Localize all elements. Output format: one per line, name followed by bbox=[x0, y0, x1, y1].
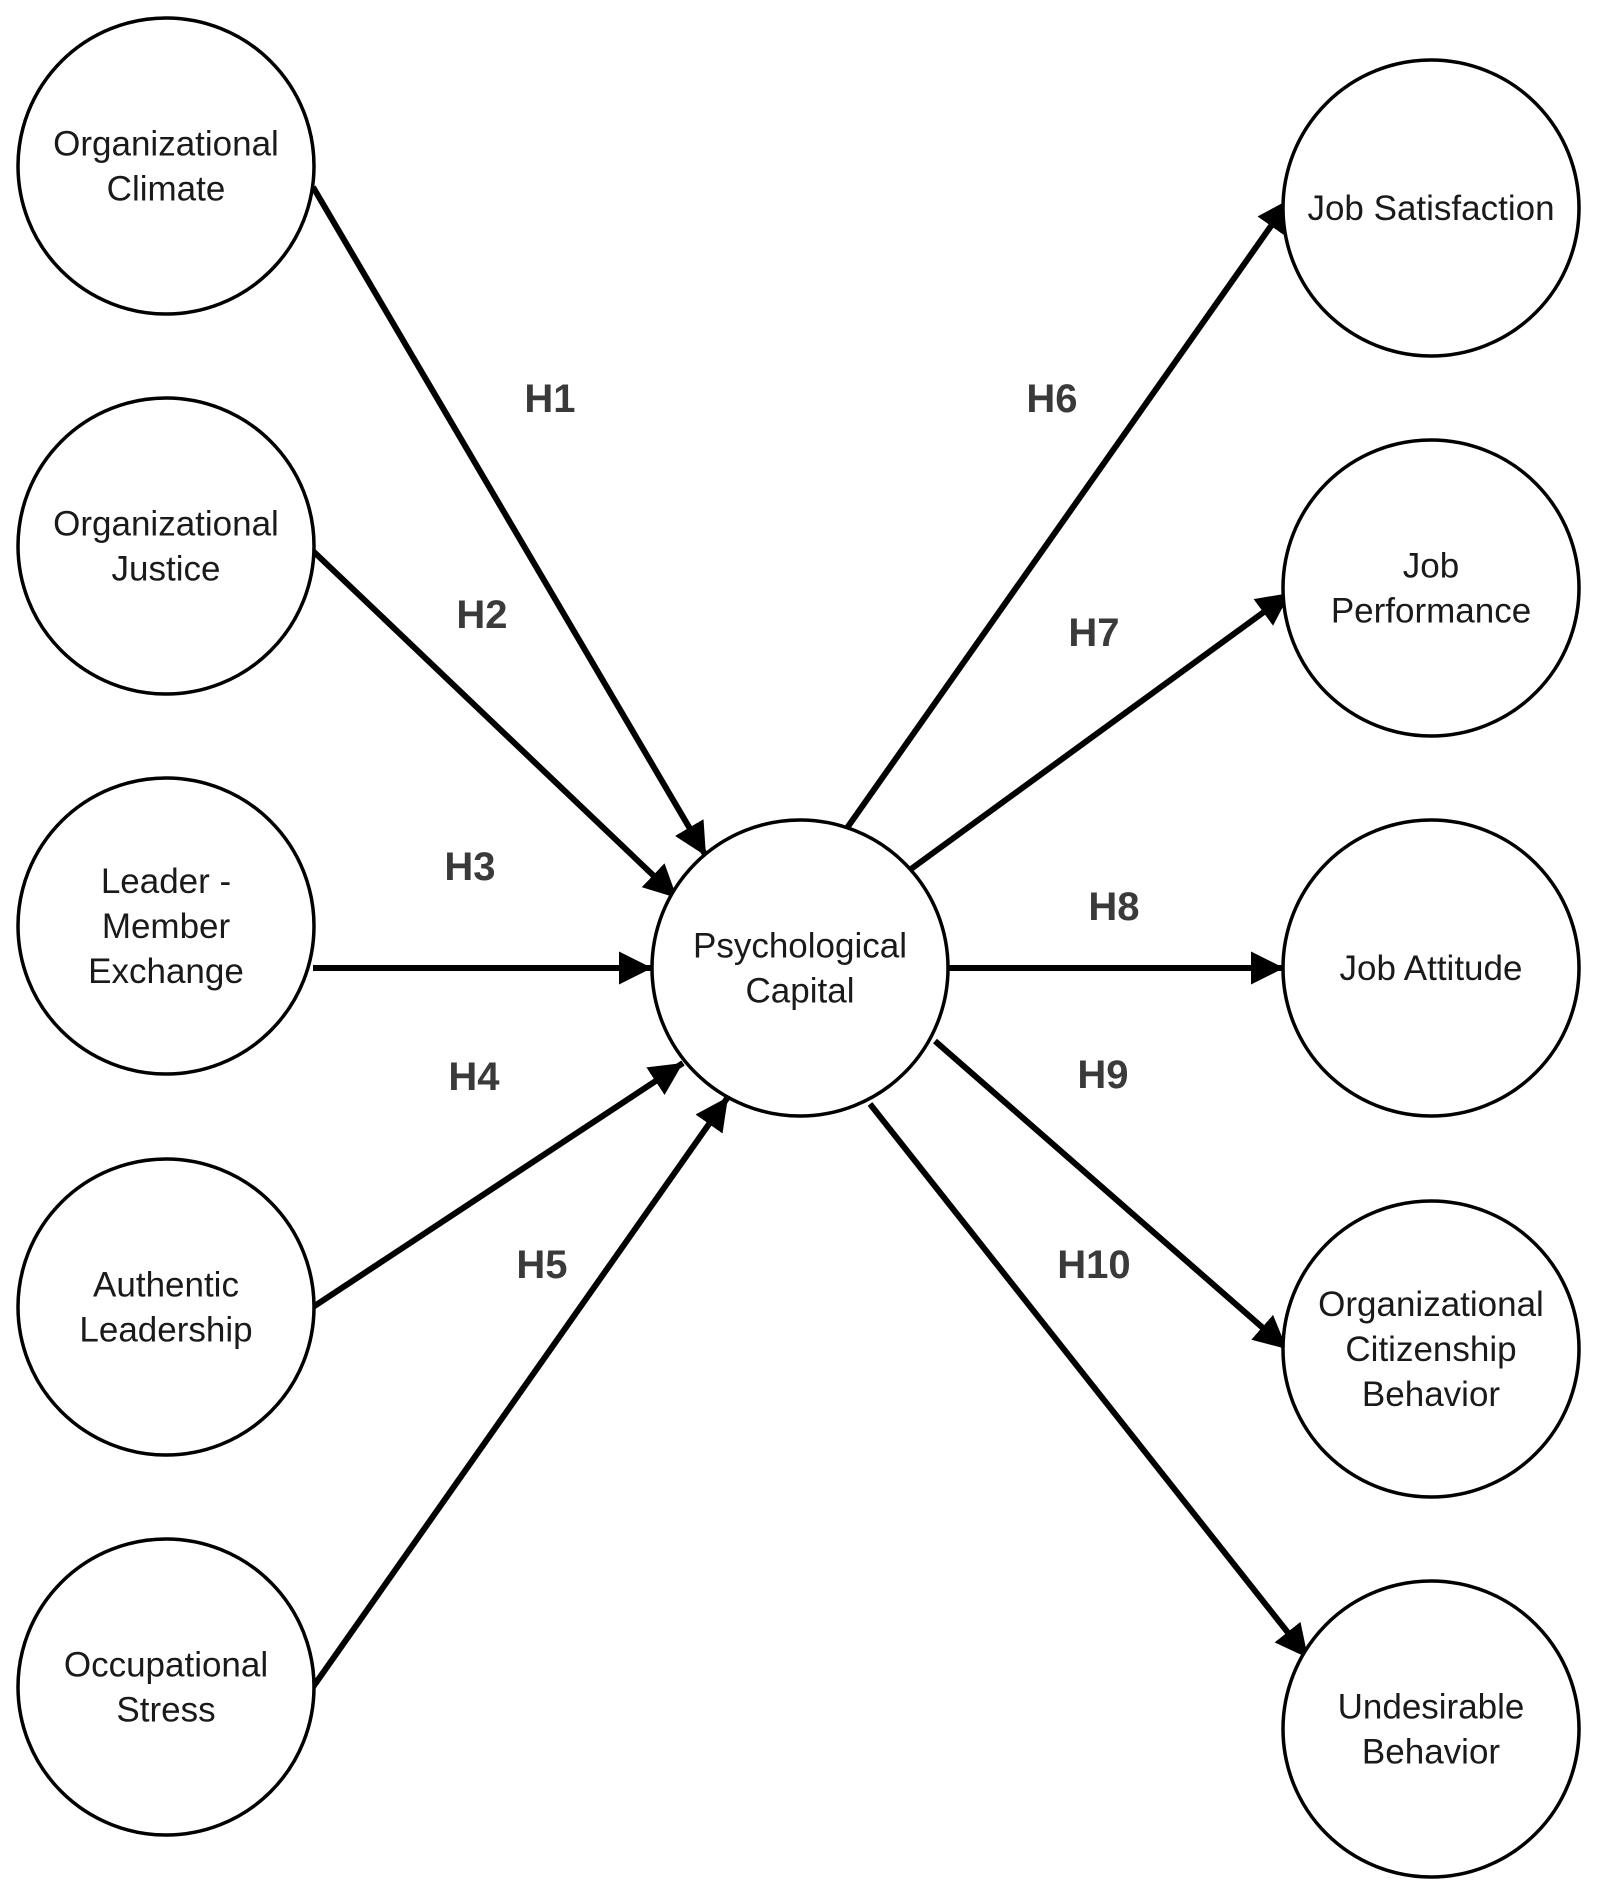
edge-label-h9: H9 bbox=[1077, 1053, 1128, 1097]
node-label-job-satisfaction-line-1: Job Satisfaction bbox=[1307, 189, 1554, 228]
arrow-h1 bbox=[310, 185, 709, 858]
node-label-organizational-justice-line-1: Organizational bbox=[53, 505, 279, 544]
edge-label-h4: H4 bbox=[448, 1055, 500, 1099]
edge-label-h10: H10 bbox=[1057, 1243, 1130, 1287]
edge-label-h3: H3 bbox=[444, 845, 495, 889]
edge-label-h1: H1 bbox=[524, 377, 575, 421]
node-circle-organizational-climate bbox=[16, 16, 316, 316]
node-label-leader-member-exchange-line-2: Member bbox=[102, 907, 231, 946]
edge-label-h8: H8 bbox=[1088, 885, 1139, 929]
node-label-job-performance-line-2: Performance bbox=[1331, 592, 1531, 631]
arrow-h4 bbox=[311, 1060, 685, 1310]
node-label-authentic-leadership-line-1: Authentic bbox=[93, 1266, 239, 1305]
edge-label-h6: H6 bbox=[1026, 377, 1077, 421]
nodes-layer: OrganizationalClimateOrganizationalJusti… bbox=[16, 16, 1581, 1879]
node-label-organizational-citizenship-behavior-line-2: Citizenship bbox=[1345, 1330, 1516, 1369]
node-label-occupational-stress-line-1: Occupational bbox=[64, 1646, 268, 1685]
node-label-organizational-justice-line-2: Justice bbox=[112, 550, 221, 589]
edges-layer bbox=[310, 185, 1311, 1689]
node-label-organizational-citizenship-behavior-line-3: Behavior bbox=[1362, 1375, 1500, 1414]
node-circle-job-satisfaction bbox=[1281, 58, 1581, 358]
arrow-h6 bbox=[844, 197, 1293, 830]
node-label-job-attitude-line-1: Job Attitude bbox=[1340, 949, 1523, 988]
node-label-undesirable-behavior-line-1: Undesirable bbox=[1338, 1688, 1525, 1727]
node-circle-organizational-justice bbox=[16, 396, 316, 696]
edge-label-h7: H7 bbox=[1068, 611, 1119, 655]
arrow-h7 bbox=[909, 590, 1292, 872]
node-label-undesirable-behavior-line-2: Behavior bbox=[1362, 1733, 1500, 1772]
node-label-leader-member-exchange-line-1: Leader - bbox=[101, 862, 231, 901]
node-label-psychological-capital-line-2: Capital bbox=[746, 972, 855, 1011]
node-circle-organizational-citizenship-behavior bbox=[1281, 1199, 1581, 1499]
node-label-organizational-climate-line-2: Climate bbox=[107, 170, 226, 209]
node-job-satisfaction: Job Satisfaction bbox=[1281, 58, 1581, 358]
arrow-h9 bbox=[933, 1038, 1289, 1352]
node-circle-undesirable-behavior bbox=[1281, 1579, 1581, 1879]
edge-label-h5: H5 bbox=[516, 1243, 567, 1287]
node-circle-psychological-capital bbox=[650, 818, 950, 1118]
node-label-job-performance-line-1: Job bbox=[1403, 547, 1459, 586]
node-circle-occupational-stress bbox=[16, 1537, 316, 1837]
edge-label-h2: H2 bbox=[456, 593, 507, 637]
node-label-authentic-leadership-line-2: Leadership bbox=[79, 1311, 252, 1350]
node-label-psychological-capital-line-1: Psychological bbox=[693, 927, 907, 966]
node-circle-job-attitude bbox=[1281, 818, 1581, 1118]
node-job-attitude: Job Attitude bbox=[1281, 818, 1581, 1118]
node-circle-leader-member-exchange bbox=[16, 776, 316, 1076]
node-circle-authentic-leadership bbox=[16, 1157, 316, 1457]
arrow-h10 bbox=[867, 1102, 1311, 1660]
node-label-occupational-stress-line-2: Stress bbox=[116, 1691, 215, 1730]
node-label-organizational-climate-line-1: Organizational bbox=[53, 125, 279, 164]
arrow-h2 bbox=[310, 548, 680, 901]
node-label-leader-member-exchange-line-3: Exchange bbox=[88, 952, 244, 991]
arrow-h5 bbox=[310, 1095, 731, 1689]
node-label-organizational-citizenship-behavior-line-1: Organizational bbox=[1318, 1285, 1544, 1324]
node-circle-job-performance bbox=[1281, 438, 1581, 738]
